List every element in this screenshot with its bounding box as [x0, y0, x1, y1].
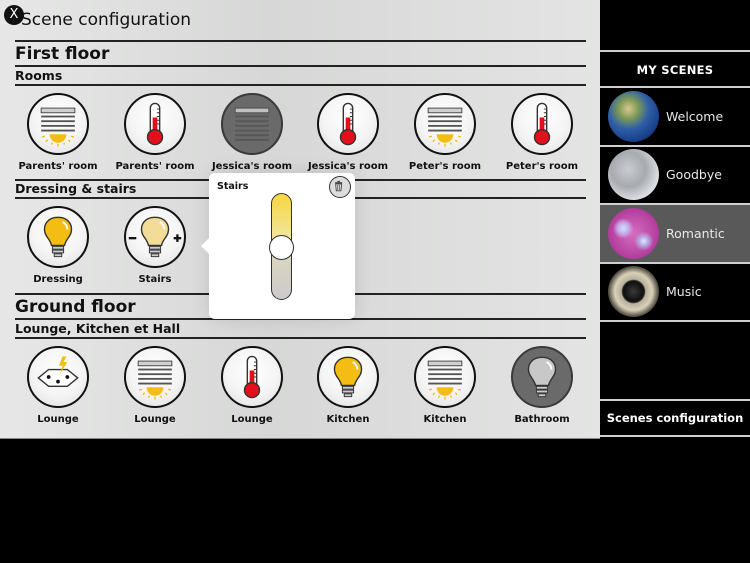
floor-heading-first-floor: First floor — [15, 44, 110, 64]
thermometer-icon — [221, 346, 283, 408]
popup-title: Stairs — [217, 181, 249, 192]
scene-name: Welcome — [666, 108, 724, 124]
moon-icon — [608, 149, 659, 201]
thermometer-icon — [317, 93, 379, 155]
speaker-icon — [608, 266, 659, 318]
scene-item-goodbye[interactable]: Goodbye — [600, 147, 750, 205]
blind-sun-icon — [124, 346, 186, 408]
earth-icon — [608, 90, 659, 142]
device-label: Jessica's room — [211, 161, 293, 172]
device-label: Stairs — [138, 274, 172, 285]
device-lounge-thermostat[interactable]: Lounge — [204, 346, 300, 425]
bulb-icon — [511, 346, 573, 408]
device-label: Bathroom — [514, 414, 570, 425]
divider — [15, 318, 586, 320]
device-label: Parents' room — [115, 161, 195, 172]
floor-heading-ground-floor: Ground floor — [15, 297, 136, 317]
device-label: Kitchen — [423, 414, 467, 425]
bulb-icon — [317, 346, 379, 408]
scene-name: Romantic — [666, 225, 725, 241]
divider — [15, 65, 586, 67]
blind-sun-icon — [414, 93, 476, 155]
device-peters-room-blind[interactable]: Peter's room — [397, 93, 493, 172]
scene-configuration-panel: X Scene configuration First floor Rooms … — [0, 0, 600, 439]
bulb-icon — [27, 206, 89, 268]
sidebar-empty-space — [600, 322, 750, 401]
device-label: Kitchen — [326, 414, 370, 425]
dimmer-popup: Stairs — [201, 173, 355, 319]
group-heading-rooms: Rooms — [15, 68, 63, 83]
divider — [15, 337, 586, 339]
device-jessicas-room-blind[interactable]: Jessica's room — [204, 93, 300, 172]
device-kitchen-light[interactable]: Kitchen — [300, 346, 396, 425]
scene-name: Goodbye — [666, 167, 722, 183]
device-label: Parents' room — [18, 161, 98, 172]
device-jessicas-room-thermostat[interactable]: Jessica's room — [300, 93, 396, 172]
scenes-configuration-button[interactable]: Scenes configuration — [600, 401, 750, 437]
scenes-sidebar: MY SCENES Welcome Goodbye Romantic Music… — [600, 0, 750, 439]
blind-sun-icon — [414, 346, 476, 408]
device-label: Lounge — [231, 414, 273, 425]
thermometer-icon — [511, 93, 573, 155]
device-parents-room-blind[interactable]: Parents' room — [10, 93, 106, 172]
device-label: Lounge — [37, 414, 79, 425]
group-heading-dressing-stairs: Dressing & stairs — [15, 181, 137, 196]
page-title: Scene configuration — [21, 10, 191, 30]
thermometer-icon — [124, 93, 186, 155]
blind-icon — [221, 93, 283, 155]
slider-thumb[interactable] — [269, 235, 294, 260]
device-parents-room-thermostat[interactable]: Parents' room — [107, 93, 203, 172]
group-heading-lounge-kitchen-hall: Lounge, Kitchen et Hall — [15, 321, 181, 336]
device-kitchen-blind[interactable]: Kitchen — [397, 346, 493, 425]
popup-arrow — [201, 237, 210, 255]
trash-icon[interactable] — [329, 176, 351, 198]
device-bathroom-light[interactable]: Bathroom — [494, 346, 590, 425]
power-outlet-icon — [27, 346, 89, 408]
scene-name: Music — [666, 284, 702, 300]
device-label: Lounge — [134, 414, 176, 425]
dimmer-bulb-icon — [124, 206, 186, 268]
device-label: Jessica's room — [307, 161, 389, 172]
blind-sun-icon — [27, 93, 89, 155]
device-label: Dressing — [33, 274, 83, 285]
sidebar-top-spacer — [600, 0, 750, 52]
device-stairs-dimmer[interactable]: Stairs — [107, 206, 203, 285]
divider — [15, 40, 586, 42]
device-lounge-blind[interactable]: Lounge — [107, 346, 203, 425]
device-peters-room-thermostat[interactable]: Peter's room — [494, 93, 590, 172]
scene-item-romantic[interactable]: Romantic — [600, 205, 750, 264]
device-label: Peter's room — [408, 161, 482, 172]
device-label: Peter's room — [505, 161, 579, 172]
bokeh-icon — [608, 207, 659, 259]
sidebar-header: MY SCENES — [600, 52, 750, 88]
scene-item-welcome[interactable]: Welcome — [600, 88, 750, 147]
divider — [15, 84, 586, 86]
device-lounge-outlet[interactable]: Lounge — [10, 346, 106, 425]
device-dressing-light[interactable]: Dressing — [10, 206, 106, 285]
scene-item-music[interactable]: Music — [600, 264, 750, 322]
close-button[interactable]: X — [4, 5, 24, 25]
